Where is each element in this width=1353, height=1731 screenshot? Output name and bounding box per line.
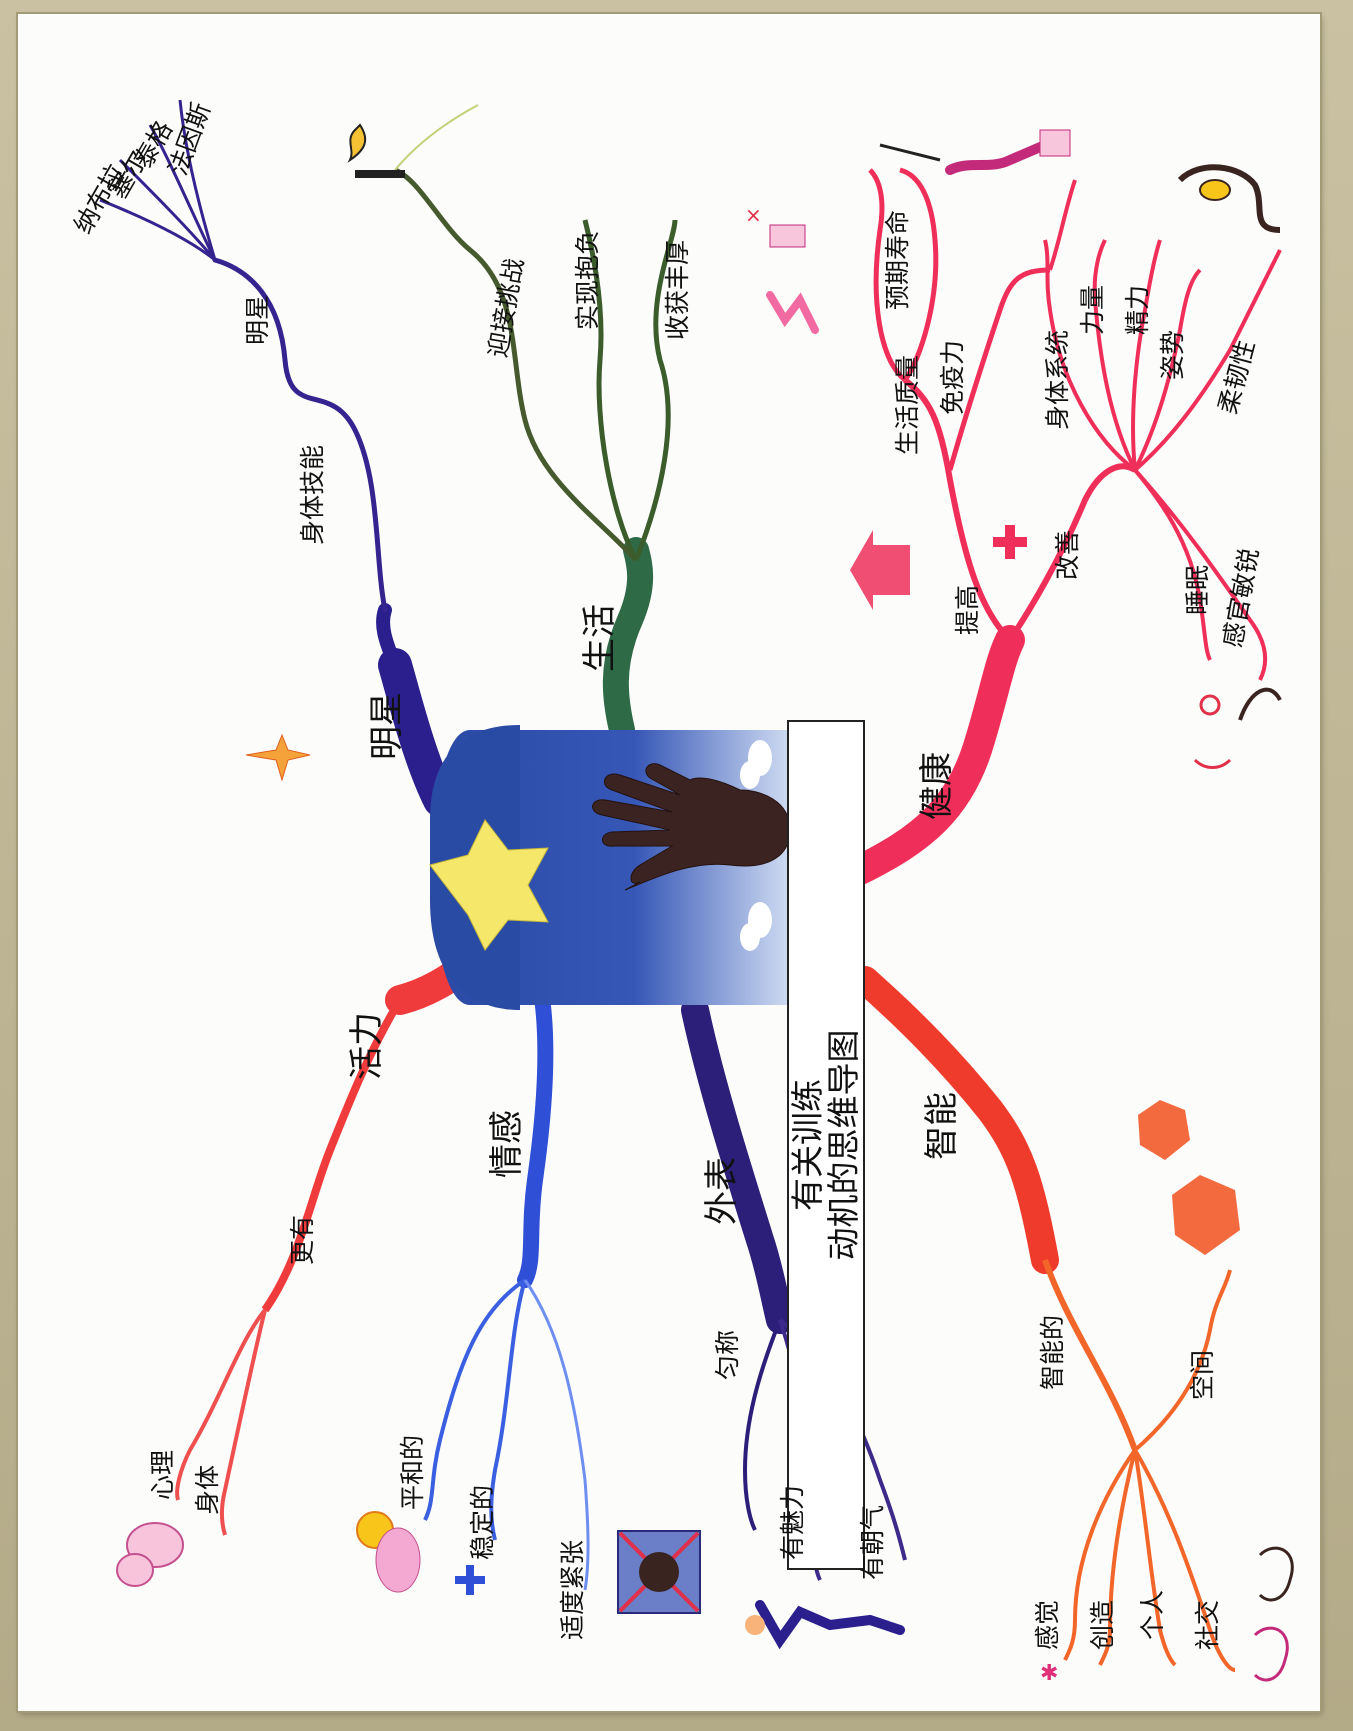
- health-sleep: 睡眠: [1185, 565, 1210, 615]
- intelligence-sense: 感觉: [1035, 1600, 1060, 1650]
- health-enhance: 改善: [1055, 530, 1080, 580]
- vitality-physical: 身体: [195, 1465, 220, 1515]
- appearance-balanced: 匀称: [715, 1330, 740, 1380]
- health-quality: 生活质量: [895, 355, 920, 455]
- health-lifespan: 预期寿命: [885, 210, 910, 310]
- yin-yang-icon: [618, 1531, 700, 1613]
- runner-icon: [745, 1605, 900, 1640]
- health-body-4: 姿势: [1160, 330, 1185, 380]
- branch-label-life: 生活: [583, 604, 617, 672]
- central-image: [430, 725, 800, 1010]
- branch-vitality: [177, 955, 475, 1535]
- sparkle-star-icon: [246, 735, 310, 780]
- intelligence-create: 创造: [1090, 1600, 1115, 1650]
- arrow-up-icon: [850, 530, 910, 610]
- health-improve: 提高: [955, 585, 980, 635]
- title-line-2: 动机的思维导图: [826, 1030, 862, 1261]
- intelligence-social: 社交: [1195, 1600, 1220, 1650]
- branch-label-vitality: 活力: [350, 1012, 384, 1080]
- brain-icon: [117, 1523, 183, 1586]
- emotion-calm: 平和的: [400, 1435, 425, 1510]
- branch-label-appearance: 外表: [705, 1157, 739, 1225]
- branch-label-intelligence: 智能: [925, 1092, 959, 1160]
- health-immunity: 免疫力: [940, 340, 965, 415]
- branch-label-star: 明星: [370, 692, 404, 760]
- branch-emotion: [425, 985, 588, 1590]
- branch-label-star-skills: 身体技能: [300, 445, 325, 545]
- emotion-moderate-tension: 适度紧张: [560, 1540, 585, 1640]
- svg-text:×: ×: [745, 203, 762, 227]
- leaf-life-3: 收获丰厚: [665, 240, 690, 340]
- intelligence-of: 智能的: [1040, 1315, 1065, 1390]
- leaf-life-2: 实现抱负: [575, 230, 600, 330]
- svg-text:✱: ✱: [1040, 1661, 1058, 1686]
- health-body-3: 精力: [1125, 285, 1150, 335]
- vitality-more: 更有: [290, 1215, 315, 1265]
- health-body-2: 力量: [1080, 285, 1105, 335]
- face-icon: [1195, 690, 1280, 768]
- fencer-icon: [880, 130, 1070, 170]
- intelligence-space: 空间: [1190, 1350, 1215, 1400]
- flower-icon: ✱: [1040, 1661, 1058, 1686]
- snake-icon: [1180, 167, 1280, 230]
- title-line-1: 有关训练: [790, 1079, 826, 1211]
- appearance-attractive: 有魅力: [780, 1485, 805, 1560]
- branch-label-health: 健康: [920, 752, 954, 820]
- health-body-1: 身体系统: [1045, 330, 1070, 430]
- intelligence-personal: 个人: [1140, 1590, 1165, 1640]
- emotion-stable: 稳定的: [470, 1485, 495, 1560]
- vitality-mental: 心理: [150, 1450, 175, 1500]
- cross-icon: [993, 525, 1027, 559]
- head-icon: [1255, 1548, 1292, 1680]
- cigarette-icon: [350, 125, 405, 178]
- pentagon-icon: [1138, 1100, 1240, 1255]
- cross-icon: [455, 1565, 485, 1595]
- appearance-energetic: 有朝气: [860, 1505, 885, 1580]
- branch-label-star-stars: 明星: [245, 295, 270, 345]
- dancer-icon: ×: [745, 203, 815, 330]
- sun-cloud-icon: [357, 1512, 420, 1592]
- branch-label-emotion: 情感: [490, 1110, 524, 1178]
- map-title: 有关训练 动机的思维导图: [787, 720, 865, 1570]
- branch-life: [395, 105, 675, 730]
